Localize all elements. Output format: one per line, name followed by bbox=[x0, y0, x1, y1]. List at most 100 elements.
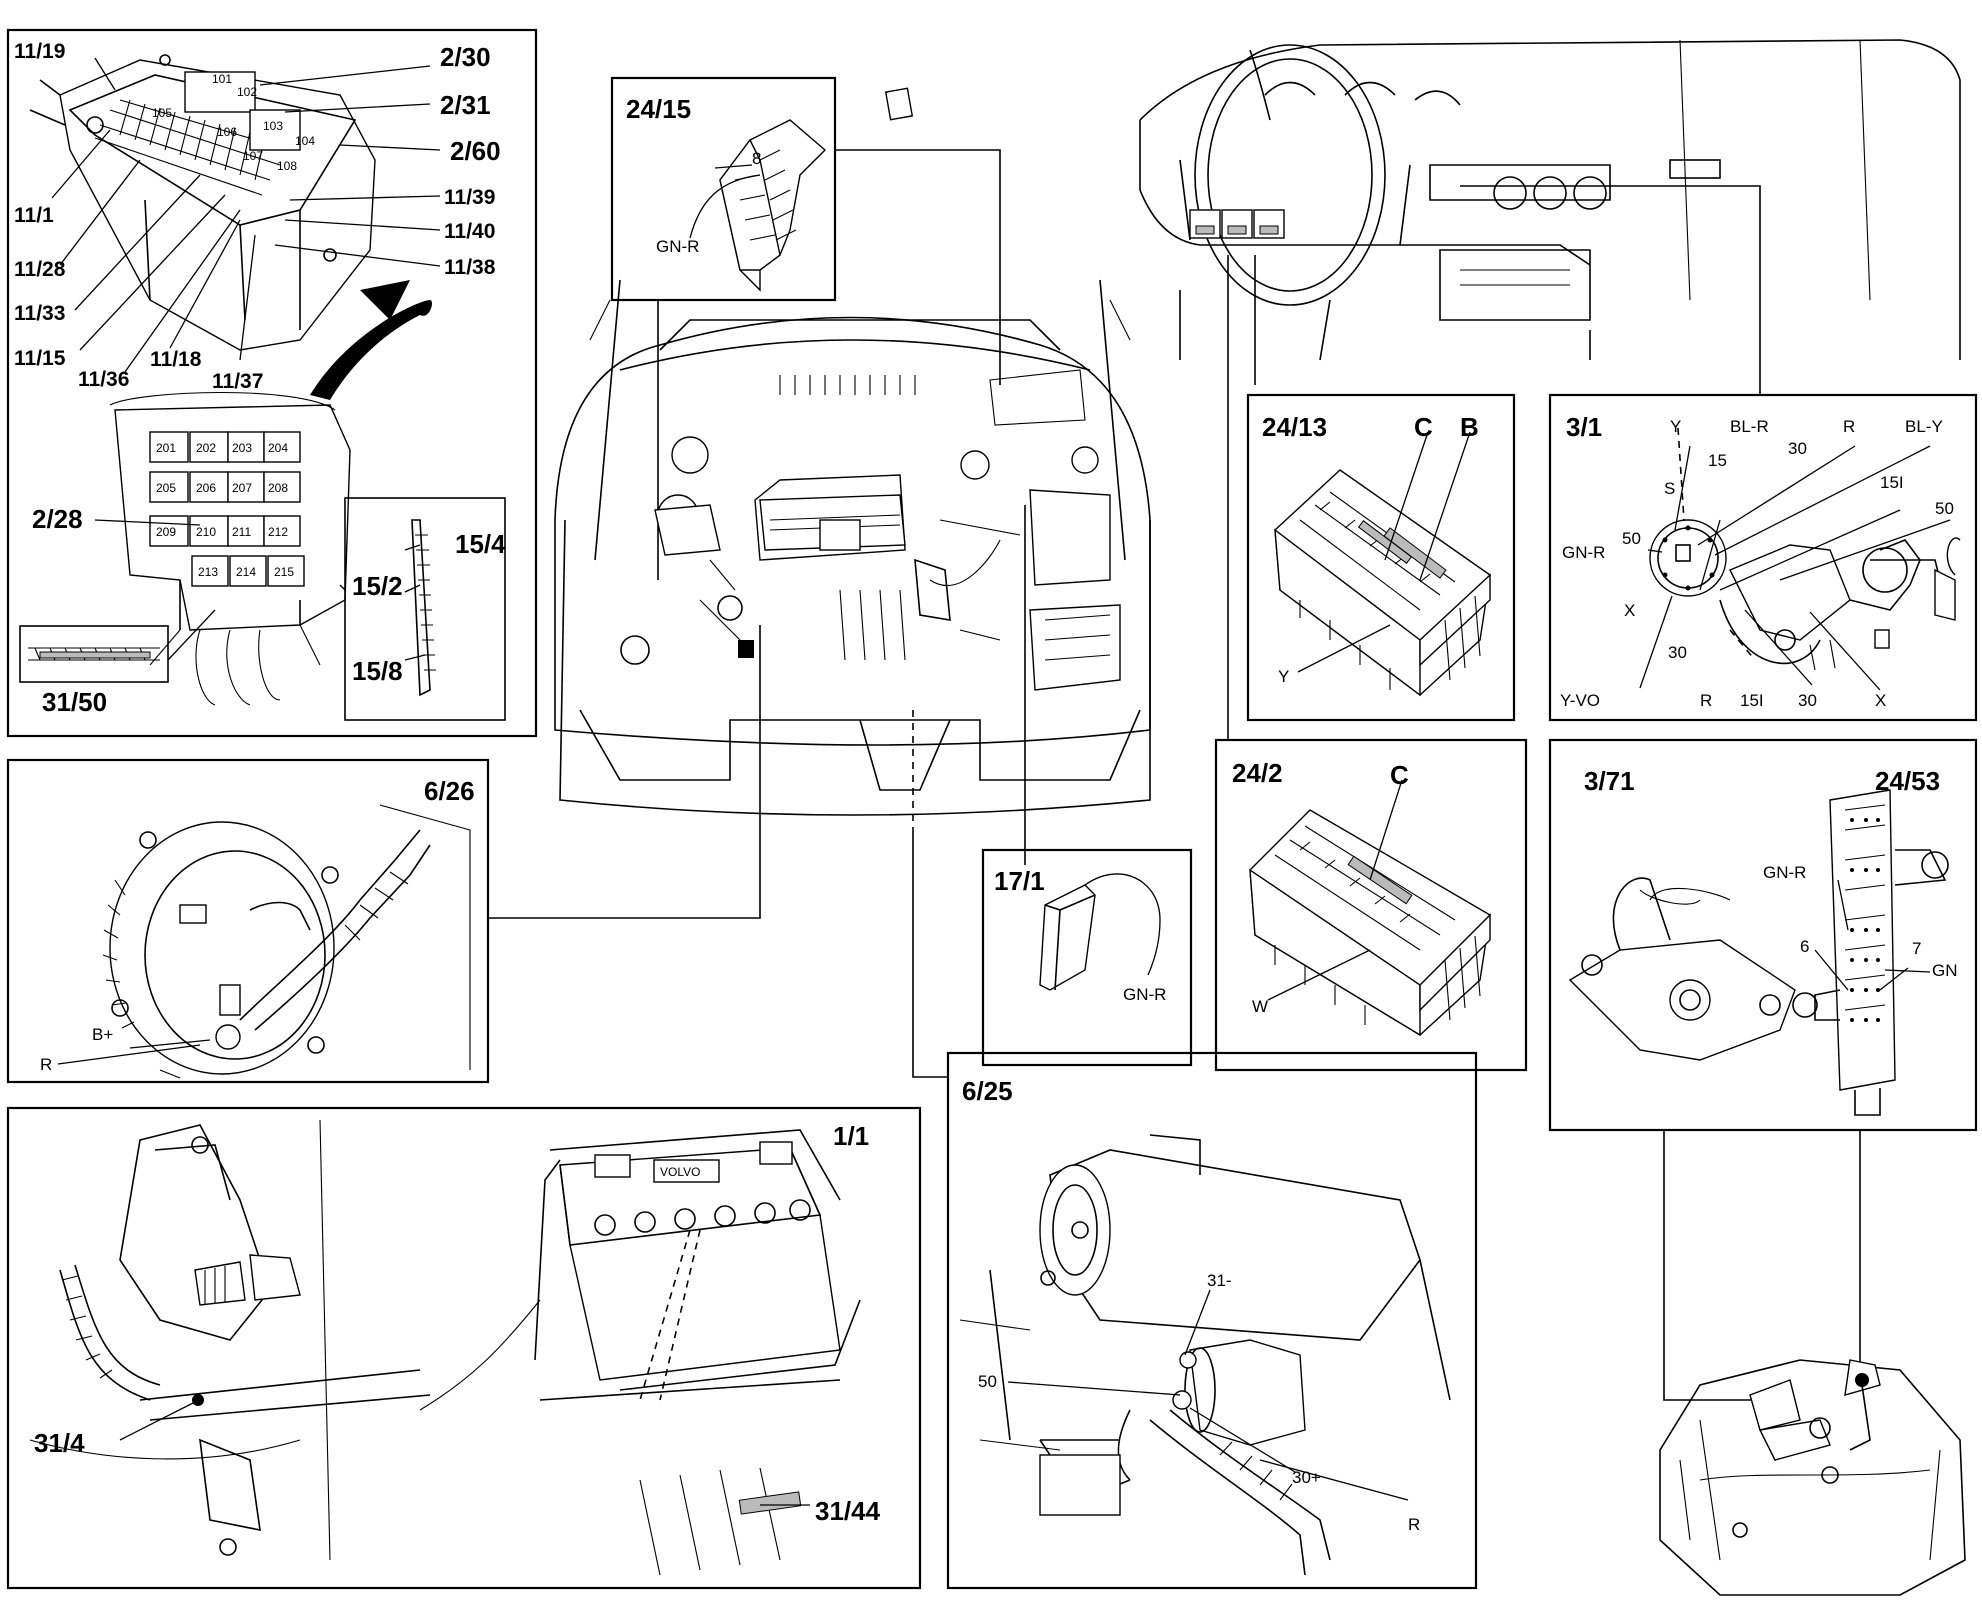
relay-208: 208 bbox=[268, 481, 288, 495]
relay-leader-lines bbox=[94, 519, 426, 661]
fuse-101: 101 bbox=[212, 72, 232, 86]
ignition-switch-3-1-drawing bbox=[1649, 427, 1961, 671]
fuse-106: 106 bbox=[217, 125, 237, 139]
label-3-1-30b: 30 bbox=[1668, 643, 1687, 662]
fuse-107: 107 bbox=[243, 149, 263, 163]
fuse-103: 103 bbox=[263, 119, 283, 133]
label-24-2-w: W bbox=[1252, 997, 1268, 1016]
label-2-60: 2/60 bbox=[450, 136, 501, 166]
fuse-104: 104 bbox=[295, 134, 315, 148]
panel-leader-lines bbox=[488, 149, 1861, 1401]
panel-24-2 bbox=[1214, 738, 1528, 1072]
label-6-25-31minus: 31- bbox=[1207, 1271, 1232, 1290]
label-31-44: 31/44 bbox=[815, 1496, 881, 1526]
label-3-1-15: 15 bbox=[1708, 451, 1727, 470]
label-6-25-50: 50 bbox=[978, 1372, 997, 1391]
label-24-53-7: 7 bbox=[1912, 939, 1921, 958]
connector-24-13-drawing bbox=[1274, 431, 1491, 697]
panel-6-25 bbox=[946, 1051, 1478, 1590]
label-3-1-r: R bbox=[1843, 417, 1855, 436]
label-24-15-gnr: GN-R bbox=[656, 237, 699, 256]
label-3-1-yvo: Y-VO bbox=[1560, 691, 1600, 710]
gear-selector-sensor-drawing bbox=[1568, 789, 1949, 1116]
label-11-19: 11/19 bbox=[14, 40, 65, 63]
dashboard-drawing bbox=[1139, 39, 1961, 361]
connector-24-15-drawing bbox=[689, 87, 914, 292]
label-6-26-r: R bbox=[40, 1055, 52, 1074]
label-24-2: 24/2 bbox=[1232, 758, 1283, 788]
label-11-18: 11/18 bbox=[150, 348, 202, 371]
fuse-box-leader-lines bbox=[51, 57, 441, 373]
label-11-33: 11/33 bbox=[14, 302, 65, 325]
relay-212: 212 bbox=[268, 525, 288, 539]
label-24-13-y: Y bbox=[1278, 667, 1289, 686]
relay-205: 205 bbox=[156, 481, 176, 495]
label-15-8: 15/8 bbox=[352, 656, 403, 686]
gearbox-drawing bbox=[1659, 1359, 1966, 1596]
sensor-17-1-drawing bbox=[1039, 873, 1161, 991]
label-11-1: 11/1 bbox=[14, 204, 54, 227]
label-24-13-b: B bbox=[1460, 412, 1479, 442]
label-31-4: 31/4 bbox=[34, 1428, 85, 1458]
label-11-37: 11/37 bbox=[212, 370, 263, 393]
relay-grid: 201 202 203 204 205 206 207 208 209 210 … bbox=[149, 431, 305, 587]
fuse-102: 102 bbox=[237, 85, 257, 99]
label-24-53: 24/53 bbox=[1875, 766, 1940, 796]
relay-215: 215 bbox=[274, 565, 294, 579]
label-11-39: 11/39 bbox=[444, 186, 495, 209]
relay-207: 207 bbox=[232, 481, 252, 495]
label-3-1-gnr: GN-R bbox=[1562, 543, 1605, 562]
label-3-1: 3/1 bbox=[1566, 412, 1602, 442]
label-31-50: 31/50 bbox=[42, 687, 107, 717]
label-11-36: 11/36 bbox=[78, 368, 129, 391]
label-11-38: 11/38 bbox=[444, 256, 496, 279]
starter-motor-6-25-drawing bbox=[959, 1134, 1451, 1576]
label-2-31: 2/31 bbox=[440, 90, 491, 120]
relay-210: 210 bbox=[196, 525, 216, 539]
label-3-1-50a: 50 bbox=[1622, 529, 1641, 548]
relay-213: 213 bbox=[198, 565, 218, 579]
label-1-1: 1/1 bbox=[833, 1121, 869, 1151]
label-3-1-s: S bbox=[1664, 479, 1675, 498]
relay-202: 202 bbox=[196, 441, 216, 455]
label-24-53-gnr: GN-R bbox=[1763, 863, 1806, 882]
label-24-2-c: C bbox=[1390, 760, 1409, 790]
label-6-25-r: R bbox=[1408, 1515, 1420, 1534]
panel-3-1 bbox=[1548, 393, 1978, 722]
panel-fuse-box bbox=[6, 28, 538, 738]
label-3-1-y: Y bbox=[1670, 417, 1681, 436]
label-3-1-r2: R bbox=[1700, 691, 1712, 710]
label-24-53-6: 6 bbox=[1800, 937, 1809, 956]
label-3-71: 3/71 bbox=[1584, 766, 1635, 796]
label-11-28: 11/28 bbox=[14, 258, 66, 281]
connector-24-2-drawing bbox=[1249, 779, 1491, 1037]
relay-206: 206 bbox=[196, 481, 216, 495]
label-3-1-bly: BL-Y bbox=[1905, 417, 1943, 436]
fuse-108: 108 bbox=[277, 159, 297, 173]
label-3-1-blr: BL-R bbox=[1730, 417, 1769, 436]
battery-brand-label: VOLVO bbox=[660, 1165, 700, 1179]
central-fuse-box-drawing: 101 102 103 104 105 106 107 108 bbox=[29, 54, 376, 351]
switch-3-1-leader-lines bbox=[1639, 445, 1951, 691]
label-24-53-gn: GN bbox=[1932, 961, 1958, 980]
relay-204: 204 bbox=[268, 441, 288, 455]
label-3-1-30a: 30 bbox=[1788, 439, 1807, 458]
panel-24-13 bbox=[1246, 393, 1516, 722]
panel-3-71-24-53 bbox=[1548, 738, 1978, 1132]
label-3-1-50b: 50 bbox=[1935, 499, 1954, 518]
label-11-40: 11/40 bbox=[444, 220, 495, 243]
relay-201: 201 bbox=[156, 441, 176, 455]
label-11-15: 11/15 bbox=[14, 347, 66, 370]
label-pin-8: 8 bbox=[752, 149, 761, 168]
label-2-28: 2/28 bbox=[32, 504, 83, 534]
label-6-25-30plus: 30+ bbox=[1292, 1468, 1321, 1487]
label-24-13: 24/13 bbox=[1262, 412, 1327, 442]
label-17-1: 17/1 bbox=[994, 866, 1045, 896]
label-24-15: 24/15 bbox=[626, 94, 691, 124]
label-3-1-xa: X bbox=[1624, 601, 1635, 620]
label-2-30: 2/30 bbox=[440, 42, 491, 72]
alternator-6-26-drawing bbox=[57, 804, 471, 1079]
engine-bay-drawing bbox=[554, 279, 1151, 816]
relay-203: 203 bbox=[232, 441, 252, 455]
label-3-1-15i: 15I bbox=[1880, 473, 1904, 492]
